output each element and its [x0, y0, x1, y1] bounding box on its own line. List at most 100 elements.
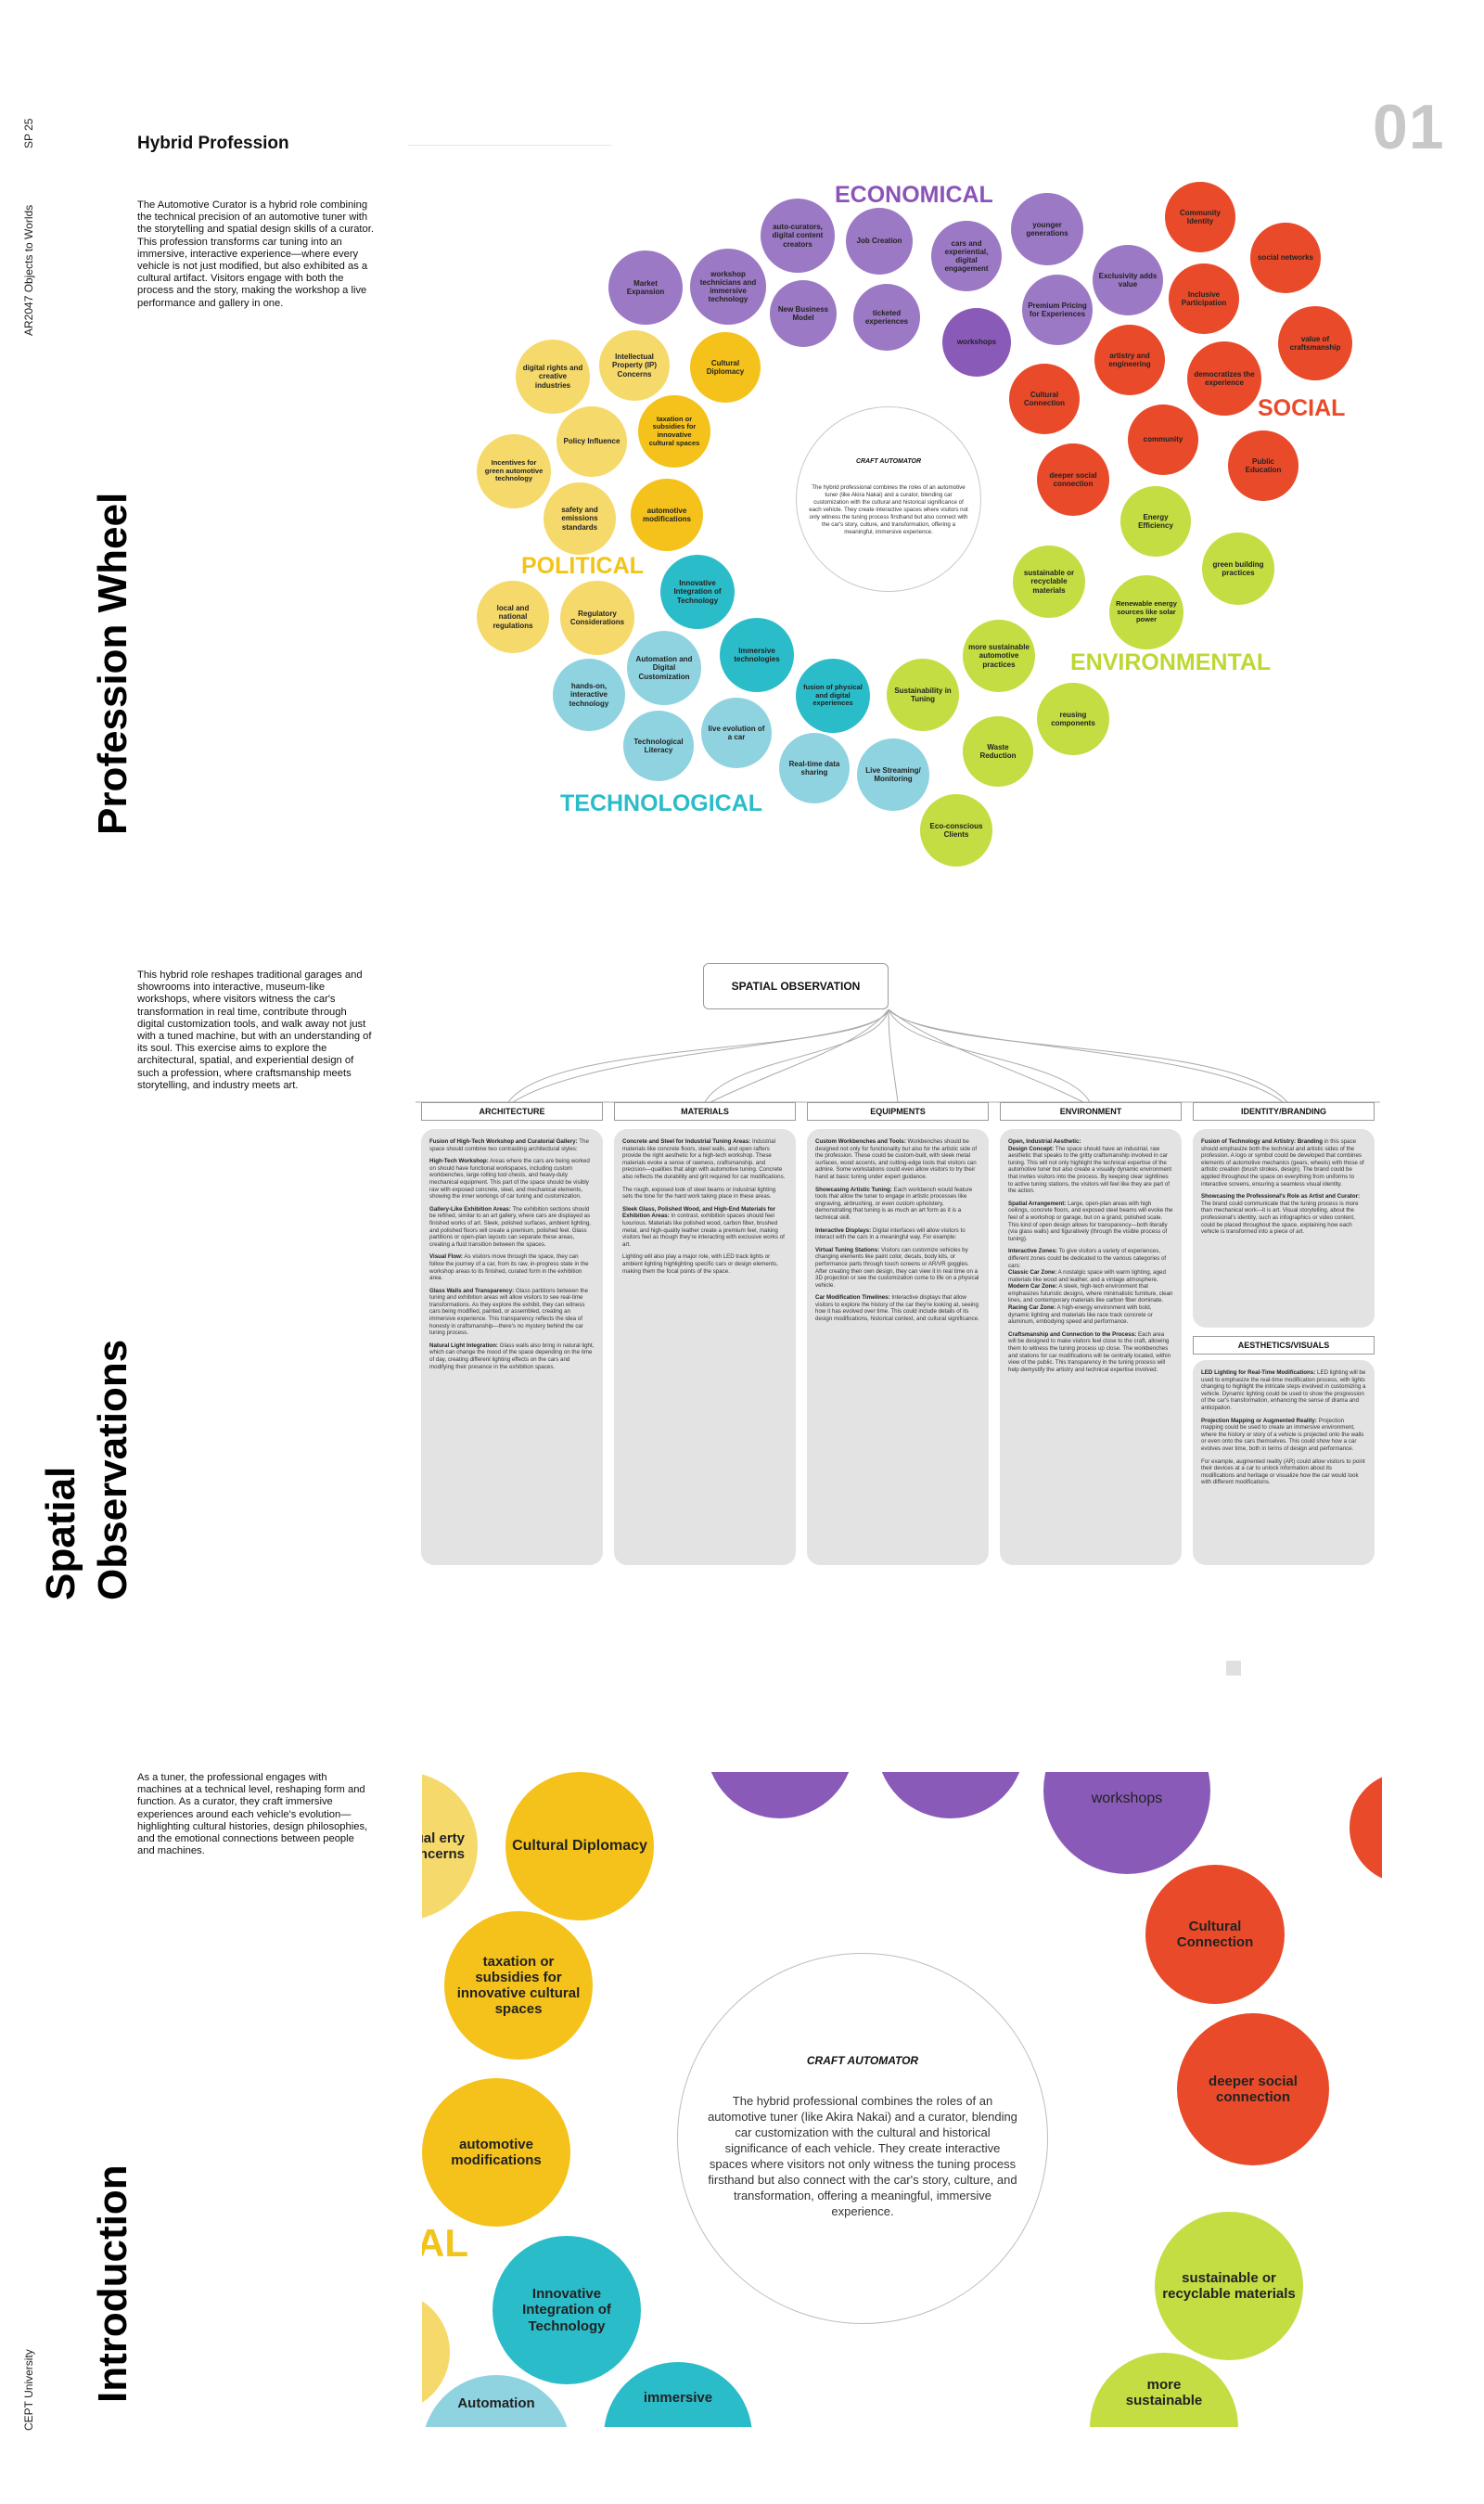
- page-header-title: Hybrid Profession: [137, 134, 289, 153]
- zoom-more-sustainable-label: more sustainable: [1125, 2377, 1203, 2409]
- arch-h2: High-Tech Workshop:: [429, 1158, 489, 1165]
- bubble-premium-pricing: Premium Pricing for Experiences: [1022, 275, 1093, 345]
- bubble-market-expansion: Market Expansion: [608, 250, 683, 325]
- equip-h4: Virtual Tuning Stations:: [815, 1246, 880, 1253]
- zoom-bubble-innovative: Innovative Integration of Technology: [493, 2236, 641, 2384]
- bubble-automotive-modifications: automotive modifications: [631, 479, 703, 551]
- mat-h3: Sleek Glass, Polished Wood, and High-End…: [622, 1205, 775, 1220]
- bubble-deeper-social: deeper social connection: [1037, 443, 1109, 516]
- ident-h4: Projection Mapping or Augmented Reality:: [1201, 1417, 1317, 1424]
- zoom-bubble-workshops: workshops: [1043, 1772, 1210, 1874]
- zoom-bubble-purple-2: [876, 1772, 1025, 1818]
- arch-h3: Gallery-Like Exhibition Areas:: [429, 1205, 511, 1213]
- equip-t5: Interactive displays that allow visitors…: [815, 1294, 979, 1323]
- equip-t1: Workbenches should be designed not only …: [815, 1138, 978, 1180]
- bubble-reusing: reusing components: [1037, 683, 1109, 755]
- category-social: SOCIAL: [1258, 395, 1346, 421]
- bubble-workshop-technicians: workshop technicians and immersive techn…: [690, 249, 766, 325]
- ident-t1: in this space should emphasize both the …: [1201, 1138, 1364, 1188]
- equip-h3: Interactive Displays:: [815, 1226, 872, 1234]
- mat-t3: In contrast, exhibition spaces should fe…: [622, 1213, 785, 1248]
- column-equipments: Custom Workbenches and Tools: Workbenche…: [807, 1129, 989, 1565]
- env-t6: A sleek, high-tech environment that emph…: [1008, 1283, 1173, 1304]
- section-title-spatial: Spatial: [38, 1466, 83, 1600]
- env-h2: Design Concept:: [1008, 1145, 1055, 1152]
- arch-t1: The space should combine two contrasting…: [429, 1138, 589, 1152]
- zoom-center-title: CRAFT AUTOMATOR: [806, 2054, 919, 2067]
- equip-h5: Car Modification Timelines:: [815, 1294, 890, 1302]
- bubble-renewable-energy: Renewable energy sources like solar powe…: [1109, 575, 1183, 649]
- bubble-auto-curators: auto-curators, digital content creators: [761, 199, 835, 273]
- env-t7: A high-energy environment with bold, dyn…: [1008, 1304, 1153, 1326]
- bubble-intellectual-property: Intellectual Property (IP) Concerns: [599, 330, 670, 401]
- zoom-workshops-label: workshops: [1091, 1791, 1163, 1806]
- bubble-realtime: Real-time data sharing: [779, 733, 850, 803]
- column-head-equipments: EQUIPMENTS: [807, 1102, 989, 1121]
- category-environmental: ENVIRONMENTAL: [1070, 649, 1272, 675]
- bubble-sustainable-materials: sustainable or recyclable materials: [1013, 546, 1085, 618]
- category-political: POLITICAL: [521, 553, 644, 579]
- ident-h3: LED Lighting for Real-Time Modifications…: [1201, 1369, 1316, 1376]
- bubble-digital-rights: digital rights and creative industries: [516, 340, 590, 414]
- bubble-live-evolution: live evolution of a car: [701, 698, 772, 768]
- mat-t2: The rough, exposed look of steel beams o…: [622, 1186, 776, 1201]
- bubble-ticketed-experiences: ticketed experiences: [853, 284, 920, 351]
- zoom-bubble-taxation: taxation or subsidies for innovative cul…: [444, 1911, 593, 2060]
- bubble-fusion: fusion of physical and digital experienc…: [796, 659, 870, 733]
- bubble-cultural-connection: Cultural Connection: [1009, 364, 1080, 434]
- equip-h2: Showcasing Artistic Tuning:: [815, 1186, 892, 1193]
- bubble-incentives: Incentives for green automotive technolo…: [477, 434, 551, 508]
- bubble-cultural-diplomacy: Cultural Diplomacy: [690, 332, 761, 403]
- mat-t4: Lighting will also play a major role, wi…: [622, 1253, 778, 1275]
- env-h8: Craftsmanship and Connection to the Proc…: [1008, 1330, 1137, 1338]
- equip-h1: Custom Workbenches and Tools:: [815, 1138, 906, 1145]
- bubble-handson: hands-on, interactive technology: [553, 659, 625, 731]
- wheel-center-text: The hybrid professional combines the rol…: [809, 484, 968, 535]
- column-materials: Concrete and Steel for Industrial Tuning…: [614, 1129, 796, 1565]
- zoom-bubble-more-sustainable: more sustainable: [1090, 2353, 1238, 2427]
- intro-paragraph-3: As a tuner, the professional engages wit…: [137, 1772, 368, 1857]
- env-t4: To give visitors a variety of experience…: [1008, 1248, 1167, 1269]
- section-title-observations: Observations: [90, 1339, 135, 1600]
- zoom-bubble-cultural-connection: Cultural Connection: [1145, 1865, 1285, 2004]
- spatial-title-box: SPATIAL OBSERVATION: [703, 963, 889, 1009]
- env-t8: Each area will be designed to make visit…: [1008, 1330, 1171, 1373]
- bubble-innovative-integration: Innovative Integration of Technology: [660, 555, 735, 629]
- wheel-center-circle: [796, 406, 981, 592]
- bubble-more-sustainable: more sustainable automotive practices: [963, 620, 1035, 692]
- arch-h4: Visual Flow:: [429, 1253, 463, 1261]
- small-square-marker: [1226, 1661, 1241, 1676]
- env-t2: The space should have an industrial, raw…: [1008, 1145, 1172, 1195]
- bubble-taxation: taxation or subsidies for innovative cul…: [638, 395, 710, 468]
- env-h5: Classic Car Zone:: [1008, 1269, 1057, 1277]
- column-head-identity: IDENTITY/BRANDING: [1193, 1102, 1375, 1121]
- bubble-immersive-tech: Immersive technologies: [720, 618, 794, 692]
- bubble-exclusivity: Exclusivity adds value: [1093, 245, 1163, 315]
- category-economical: ECONOMICAL: [835, 182, 993, 208]
- ident-t5: For example, augmented reality (AR) coul…: [1201, 1457, 1365, 1486]
- zoom-bubble-intellectual: llectual erty (IP) ncerns: [422, 1772, 478, 1920]
- section-title-profession-wheel: Profession Wheel: [90, 492, 135, 835]
- bubble-democratizes: democratizes the experience: [1187, 341, 1261, 416]
- bubble-cars-experiential: cars and experiential, digital engagemen…: [931, 221, 1002, 291]
- bubble-workshops: workshops: [942, 308, 1011, 377]
- bubble-sustainability-tuning: Sustainability in Tuning: [887, 659, 959, 731]
- bubble-value-craftsmanship: value of craftsmanship: [1278, 306, 1352, 380]
- ident-t4: Projection mapping could be used to crea…: [1201, 1417, 1364, 1452]
- bubble-safety-emissions: safety and emissions standards: [544, 482, 616, 555]
- column-head-aesthetics: AESTHETICS/VISUALS: [1193, 1336, 1375, 1355]
- zoom-bubble-purple-1: [706, 1772, 854, 1818]
- zoom-bubble-sustainable: sustainable or recyclable materials: [1155, 2212, 1303, 2360]
- zoom-center-circle: [677, 1953, 1048, 2324]
- column-head-architecture: ARCHITECTURE: [421, 1102, 603, 1121]
- bubble-artistry-engineering: artistry and engineering: [1094, 325, 1165, 395]
- zoom-bubble-automotive-mod: automotive modifications: [422, 2078, 570, 2227]
- bubble-social-networks: social networks: [1250, 223, 1321, 293]
- bubble-local-national: local and national regulations: [477, 581, 549, 653]
- mat-h1: Concrete and Steel for Industrial Tuning…: [622, 1138, 751, 1145]
- bubble-eco-clients: Eco-conscious Clients: [920, 794, 992, 867]
- zoom-automation-label: Automation: [457, 2395, 535, 2411]
- bubble-automation-digital: Automation and Digital Customization: [627, 631, 701, 705]
- arch-h6: Natural Light Integration:: [429, 1342, 498, 1349]
- category-technological: TECHNOLOGICAL: [560, 790, 763, 816]
